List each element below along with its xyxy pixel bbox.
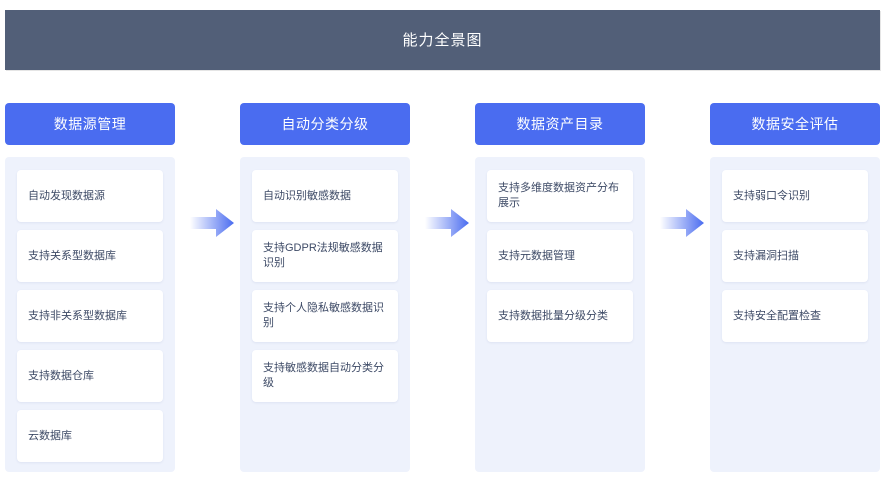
capability-card-label: 自动发现数据源 [28, 189, 105, 202]
flow-arrow-icon [660, 205, 704, 241]
capability-card[interactable]: 支持数据仓库 [17, 350, 163, 402]
capability-card-label: 支持非关系型数据库 [28, 309, 127, 322]
capability-card[interactable]: 自动发现数据源 [17, 170, 163, 222]
column-header-data-asset-catalog[interactable]: 数据资产目录 [475, 103, 645, 145]
column-panel-data-security-assessment: 支持弱口令识别 支持漏洞扫描 支持安全配置检查 [710, 157, 880, 472]
capability-card[interactable]: 支持个人隐私敏感数据识别 [252, 290, 398, 342]
column-panel-data-source-management: 自动发现数据源 支持关系型数据库 支持非关系型数据库 支持数据仓库 云数据库 [5, 157, 175, 472]
column-header-auto-classification-grading[interactable]: 自动分类分级 [240, 103, 410, 145]
capability-card-label: 支持关系型数据库 [28, 249, 116, 262]
capability-card[interactable]: 支持元数据管理 [487, 230, 633, 282]
diagram-title-bar: 能力全景图 [5, 10, 880, 70]
diagram-title: 能力全景图 [402, 31, 483, 49]
column-auto-classification-grading: 自动分类分级 自动识别敏感数据 支持GDPR法规敏感数据识别 支持个人隐私敏感数… [240, 103, 410, 472]
capability-card-label: 支持漏洞扫描 [733, 249, 799, 262]
capability-card-label: 自动识别敏感数据 [263, 189, 351, 202]
column-header-label: 数据源管理 [53, 116, 127, 132]
capability-card-label: 支持敏感数据自动分类分级 [263, 362, 384, 389]
capability-card[interactable]: 支持多维度数据资产分布展示 [487, 170, 633, 222]
capability-card-label: 支持数据仓库 [28, 369, 94, 382]
column-data-security-assessment: 数据安全评估 支持弱口令识别 支持漏洞扫描 支持安全配置检查 [710, 103, 880, 472]
column-header-label: 自动分类分级 [281, 116, 369, 132]
flow-arrow-icon [190, 205, 234, 241]
capability-card[interactable]: 支持漏洞扫描 [722, 230, 868, 282]
column-header-data-security-assessment[interactable]: 数据安全评估 [710, 103, 880, 145]
flow-arrow-icon [425, 205, 469, 241]
capability-card[interactable]: 支持非关系型数据库 [17, 290, 163, 342]
column-header-label: 数据资产目录 [516, 116, 604, 132]
capability-card-label: 云数据库 [28, 429, 72, 442]
capability-card-label: 支持多维度数据资产分布展示 [498, 182, 619, 209]
column-panel-auto-classification-grading: 自动识别敏感数据 支持GDPR法规敏感数据识别 支持个人隐私敏感数据识别 支持敏… [240, 157, 410, 472]
column-data-source-management: 数据源管理 自动发现数据源 支持关系型数据库 支持非关系型数据库 支持数据仓库 … [5, 103, 175, 472]
capability-card[interactable]: 云数据库 [17, 410, 163, 462]
capability-card[interactable]: 支持安全配置检查 [722, 290, 868, 342]
capability-card[interactable]: 支持关系型数据库 [17, 230, 163, 282]
capability-card[interactable]: 支持数据批量分级分类 [487, 290, 633, 342]
capability-card-label: 支持安全配置检查 [733, 309, 821, 322]
capability-card-label: 支持弱口令识别 [733, 189, 810, 202]
capability-card-label: 支持元数据管理 [498, 249, 575, 262]
column-data-asset-catalog: 数据资产目录 支持多维度数据资产分布展示 支持元数据管理 支持数据批量分级分类 [475, 103, 645, 472]
capability-card-label: 支持GDPR法规敏感数据识别 [263, 242, 383, 269]
capability-card[interactable]: 支持敏感数据自动分类分级 [252, 350, 398, 402]
capability-card-label: 支持个人隐私敏感数据识别 [263, 302, 384, 329]
capability-card-label: 支持数据批量分级分类 [498, 309, 608, 322]
capability-card[interactable]: 支持GDPR法规敏感数据识别 [252, 230, 398, 282]
column-header-data-source-management[interactable]: 数据源管理 [5, 103, 175, 145]
capability-card[interactable]: 支持弱口令识别 [722, 170, 868, 222]
capability-card[interactable]: 自动识别敏感数据 [252, 170, 398, 222]
column-panel-data-asset-catalog: 支持多维度数据资产分布展示 支持元数据管理 支持数据批量分级分类 [475, 157, 645, 472]
column-header-label: 数据安全评估 [751, 116, 839, 132]
